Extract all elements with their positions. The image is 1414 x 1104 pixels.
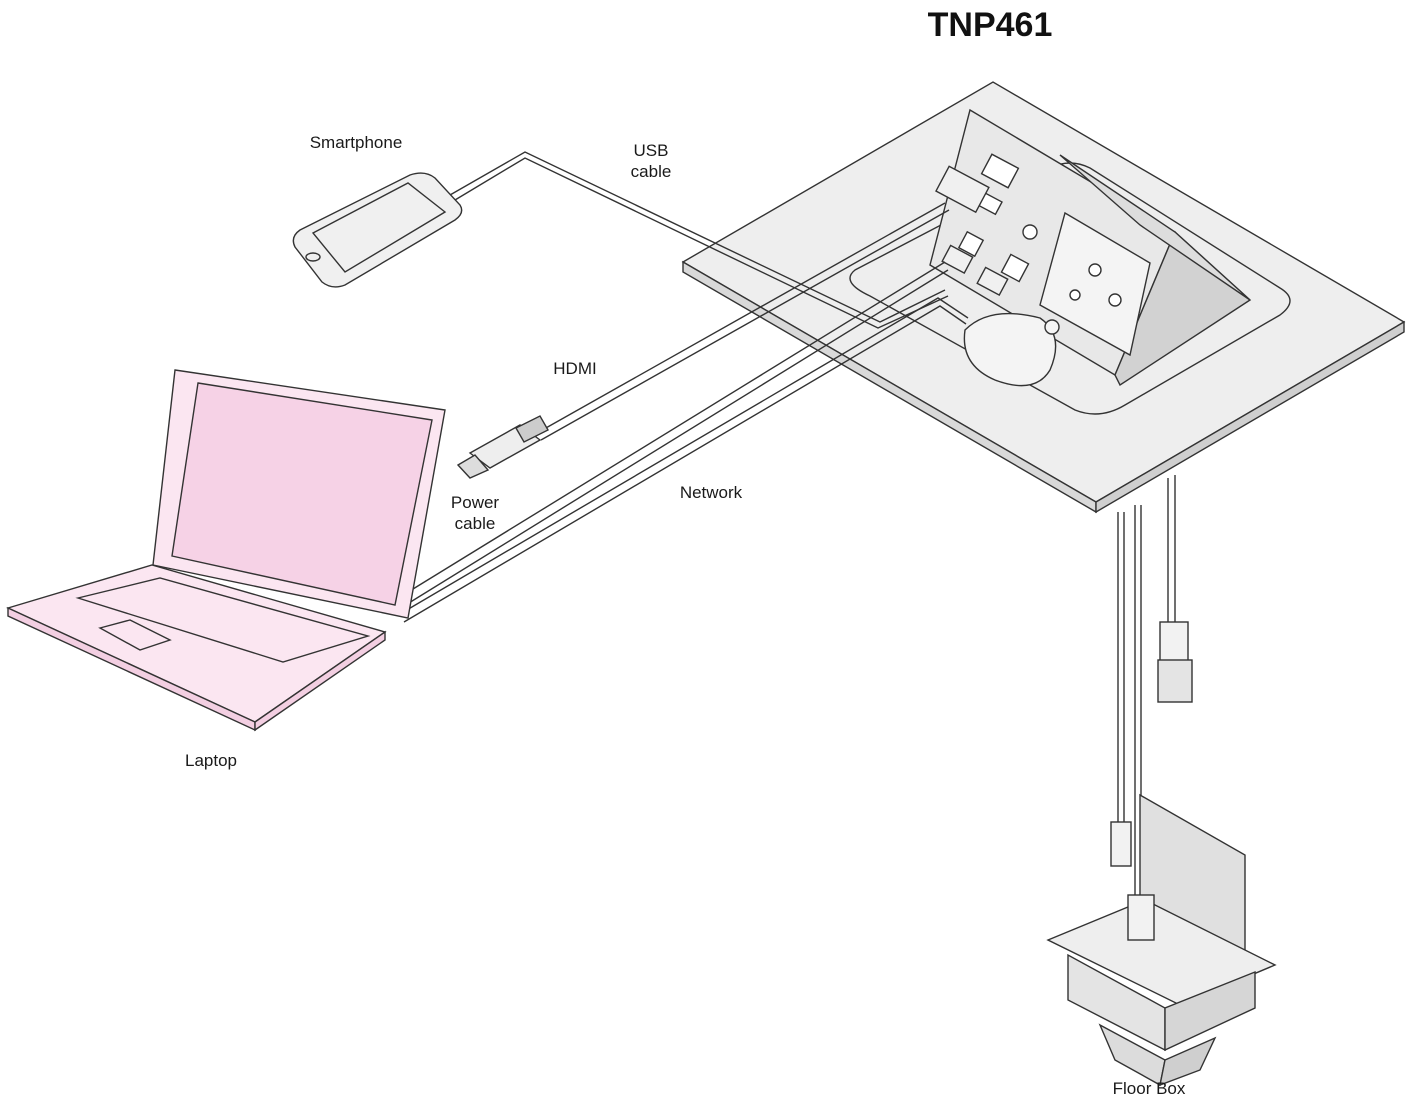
hdmi-plug: [456, 415, 549, 479]
hdmi-cable: [536, 202, 950, 441]
smartphone-label: Smartphone: [300, 132, 412, 153]
usb-cable-label-line1: USB: [633, 141, 669, 160]
smartphone-label-text: Smartphone: [309, 133, 403, 152]
network-label: Network: [668, 482, 754, 503]
usb-cable-label-line2: cable: [630, 162, 672, 181]
power-cable-label-line1: Power: [450, 493, 500, 512]
floor-box: [1046, 793, 1277, 1087]
hdmi-label: HDMI: [540, 358, 610, 379]
rj45-plug: [1110, 821, 1132, 867]
power-cable: [399, 261, 949, 607]
hdmi-label-text: HDMI: [553, 359, 597, 378]
network-cable: [399, 297, 969, 623]
usb-cable-label: USB cable: [616, 140, 686, 182]
iec-plug: [1157, 621, 1193, 703]
power-cable-label-line2: cable: [454, 514, 496, 533]
network-label-text: Network: [679, 483, 743, 502]
laptop-label: Laptop: [170, 750, 252, 771]
laptop-label-text: Laptop: [185, 751, 237, 770]
floor-box-label-text: Floor Box: [1112, 1079, 1186, 1098]
laptop: [6, 369, 446, 732]
popup-unit: [929, 108, 1252, 387]
page-title: TNP461: [927, 6, 1053, 44]
power-cable-label: Power cable: [440, 492, 510, 534]
smartphone: [292, 172, 463, 288]
floor-box-label: Floor Box: [1090, 1078, 1208, 1099]
